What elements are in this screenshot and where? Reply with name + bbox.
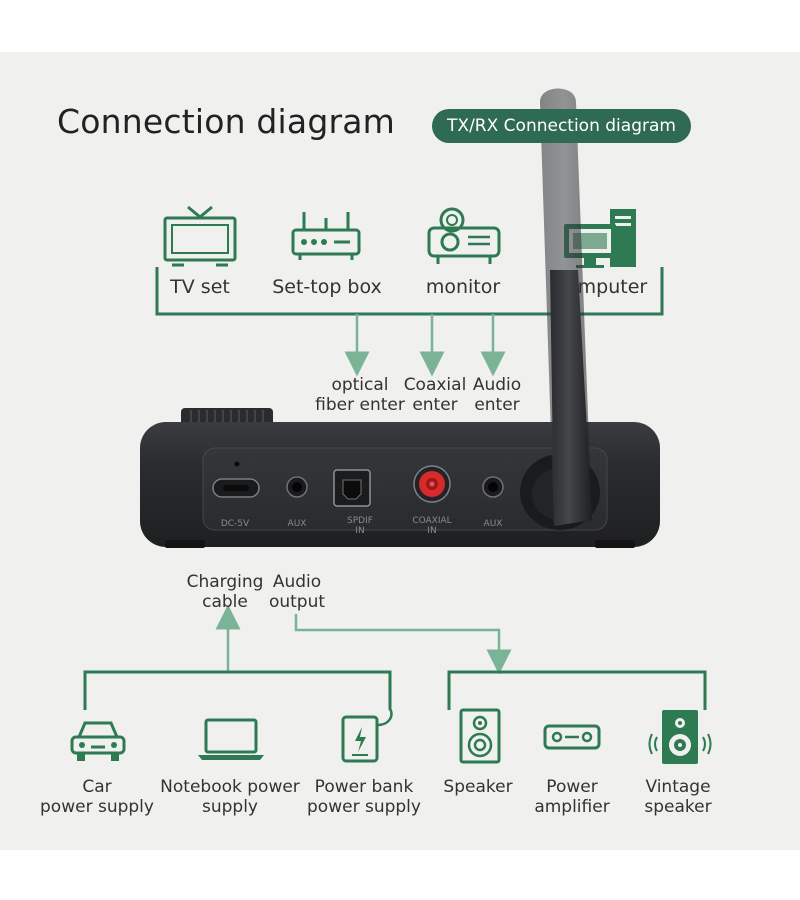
label-power-bank: Power bank power supply: [307, 777, 421, 817]
page-title: Connection diagram: [57, 102, 396, 141]
port-dc-5v: DC-5V: [220, 519, 250, 529]
label-speaker: Speaker: [443, 777, 513, 797]
port-aux-2: AUX: [483, 519, 503, 529]
antenna: [540, 88, 592, 526]
label-charging-cable: Charging cable: [186, 572, 264, 612]
power-bracket: [83, 670, 392, 710]
label-coaxial-enter: Coaxial enter: [403, 375, 467, 415]
speaker-icon: [459, 708, 501, 764]
connection-lines: [83, 267, 707, 710]
laptop-icon: [198, 718, 264, 760]
car-icon: [70, 721, 126, 761]
diagram-canvas: Connection diagram: [0, 52, 800, 850]
label-set-top-box: Set-top box: [272, 276, 382, 298]
label-audio-output: Audio output: [268, 572, 326, 612]
arrow-audio-output: [294, 614, 512, 675]
sources-bracket: [155, 267, 664, 316]
audio-bracket: [447, 670, 707, 710]
label-optical-enter: optical fiber enter: [315, 375, 405, 415]
label-audio-enter: Audio enter: [472, 375, 522, 415]
tv-icon: [163, 205, 237, 267]
label-monitor: monitor: [425, 276, 501, 298]
port-coaxial-in: COAXIAL IN: [412, 516, 452, 536]
projector-icon: [427, 207, 501, 264]
label-notebook-power: Notebook power supply: [160, 777, 300, 817]
label-tv-set: TV set: [170, 276, 230, 298]
power-bank-icon: [341, 708, 393, 763]
vintage-speaker-icon: [648, 710, 712, 764]
label-car-power: Car power supply: [40, 777, 154, 817]
tx-rx-badge: TX/RX Connection diagram: [432, 109, 691, 143]
label-power-amplifier: Power amplifier: [534, 777, 610, 817]
amplifier-icon: [543, 724, 601, 750]
port-spdif-in: SPDIF IN: [347, 516, 373, 536]
label-vintage-speaker: Vintage speaker: [644, 777, 712, 817]
port-aux-1: AUX: [287, 519, 307, 529]
router-icon: [291, 212, 361, 260]
